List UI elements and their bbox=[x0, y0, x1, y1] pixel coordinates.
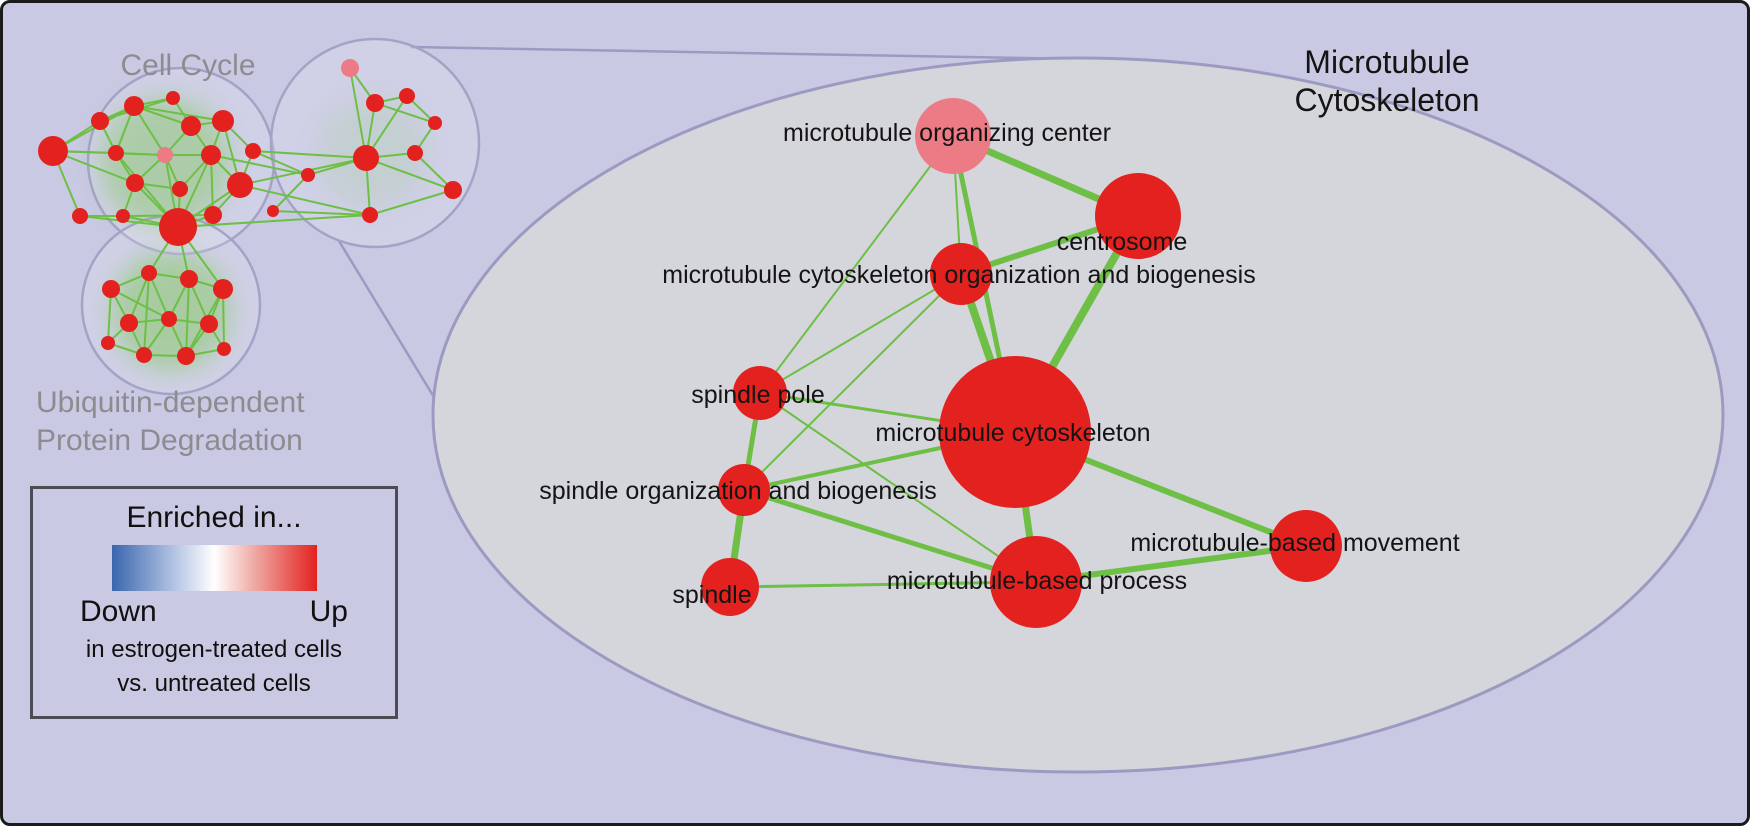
node-spindle_org[interactable] bbox=[718, 464, 770, 516]
node-label-spindle: spindle bbox=[672, 581, 751, 609]
overview-node[interactable] bbox=[227, 172, 253, 198]
node-moc[interactable] bbox=[915, 98, 991, 174]
microtubule-title-line2: Cytoskeleton bbox=[1295, 82, 1480, 118]
overview-edge bbox=[239, 184, 371, 216]
legend-caption-line2: vs. untreated cells bbox=[117, 669, 311, 697]
overview-node[interactable] bbox=[444, 181, 462, 199]
cluster-glow bbox=[111, 251, 231, 371]
node-spindle[interactable] bbox=[701, 558, 759, 616]
overview-node[interactable] bbox=[341, 59, 359, 77]
legend-up-label: Up bbox=[309, 595, 348, 628]
overview-node[interactable] bbox=[161, 311, 177, 327]
legend-title: Enriched in... bbox=[126, 501, 302, 534]
overview-node[interactable] bbox=[213, 279, 233, 299]
overview-node[interactable] bbox=[126, 174, 144, 192]
network-canvas: microtubule organizing center centrosome m… bbox=[36, 37, 1725, 774]
ubiquitin-label-line2: Protein Degradation bbox=[36, 424, 303, 457]
overview-edge bbox=[143, 272, 150, 356]
zoom-edge bbox=[759, 273, 962, 394]
overview-edge bbox=[272, 210, 371, 216]
zoom-edge bbox=[759, 135, 954, 394]
overview-edge bbox=[210, 154, 309, 176]
overview-node[interactable] bbox=[399, 88, 415, 104]
overview-edge bbox=[365, 157, 454, 191]
overview-node[interactable] bbox=[172, 181, 188, 197]
overview-node[interactable] bbox=[120, 314, 138, 332]
overview-edge bbox=[133, 105, 224, 122]
overview-node[interactable] bbox=[101, 336, 115, 350]
overview-edge bbox=[210, 154, 214, 216]
zoom-edge bbox=[728, 580, 1038, 589]
overview-edge bbox=[349, 67, 367, 159]
node-mbp[interactable] bbox=[990, 536, 1082, 628]
node-spindle_pole[interactable] bbox=[733, 366, 787, 420]
overview-edge bbox=[222, 288, 225, 350]
overview-node[interactable] bbox=[108, 145, 124, 161]
overview-edge bbox=[107, 288, 112, 344]
overview-node[interactable] bbox=[301, 168, 315, 182]
node-mcob[interactable] bbox=[930, 243, 992, 305]
overview-node[interactable] bbox=[141, 265, 157, 281]
overview-node[interactable] bbox=[136, 347, 152, 363]
ubiquitin-label-line1: Ubiquitin-dependent bbox=[36, 386, 305, 419]
overview-edge bbox=[185, 278, 190, 357]
overview-node[interactable] bbox=[212, 110, 234, 132]
overview-node[interactable] bbox=[353, 145, 379, 171]
overview-edge bbox=[177, 214, 371, 228]
node-mbm[interactable] bbox=[1270, 510, 1342, 582]
microtubule-title-line1: Microtubule bbox=[1304, 44, 1469, 80]
overview-edge bbox=[252, 150, 309, 176]
overview-node[interactable] bbox=[91, 112, 109, 130]
legend-caption-line1: in estrogen-treated cells bbox=[85, 636, 343, 663]
overview-edge bbox=[133, 105, 192, 127]
node-label-mbm: microtubule-based movement bbox=[1130, 529, 1459, 557]
node-centrosome[interactable] bbox=[1095, 173, 1181, 259]
node-label-moc: microtubule organizing center bbox=[783, 119, 1111, 147]
overview-node[interactable] bbox=[102, 280, 120, 298]
overview-node[interactable] bbox=[267, 205, 279, 217]
node-label-centrosome: centrosome bbox=[1057, 228, 1188, 256]
overview-node[interactable] bbox=[180, 270, 198, 288]
overview-node[interactable] bbox=[157, 147, 173, 163]
overview-node[interactable] bbox=[181, 116, 201, 136]
overview-edge bbox=[110, 288, 170, 320]
node-label-mcob: microtubule cytoskeleton organization an… bbox=[662, 261, 1255, 289]
overview-edge bbox=[272, 174, 309, 212]
cell-cycle-label: Cell Cycle bbox=[120, 49, 255, 82]
overview-node[interactable] bbox=[366, 94, 384, 112]
overview-node[interactable] bbox=[200, 315, 218, 333]
overview-node[interactable] bbox=[245, 143, 261, 159]
overview-edge bbox=[115, 152, 166, 156]
overview-node[interactable] bbox=[204, 206, 222, 224]
overview-node[interactable] bbox=[166, 91, 180, 105]
overview-node[interactable] bbox=[116, 209, 130, 223]
legend: Enriched in... Down Up in estrogen-treat… bbox=[30, 486, 398, 719]
overview-node[interactable] bbox=[407, 145, 423, 161]
overview-edge bbox=[148, 272, 170, 320]
node-label-spindle_pole: spindle pole bbox=[691, 381, 824, 409]
legend-down-label: Down bbox=[80, 595, 157, 628]
zoom-edge bbox=[741, 487, 1039, 585]
overview-node[interactable] bbox=[177, 347, 195, 365]
node-mc[interactable] bbox=[939, 356, 1091, 508]
overview-node[interactable] bbox=[159, 208, 197, 246]
node-label-spindle_org: spindle organization and biogenesis bbox=[539, 477, 937, 505]
node-label-mc: microtubule cytoskeleton bbox=[875, 419, 1150, 447]
overview-node[interactable] bbox=[201, 145, 221, 165]
legend-gradient-bar bbox=[111, 545, 317, 591]
overview-node[interactable] bbox=[362, 207, 378, 223]
overview-edge bbox=[374, 102, 436, 124]
overview-edge bbox=[252, 150, 367, 159]
overview-node[interactable] bbox=[124, 96, 144, 116]
zoom-connector-line bbox=[410, 45, 1079, 61]
overview-node[interactable] bbox=[217, 342, 231, 356]
zoom-edge bbox=[743, 273, 962, 491]
overview-node[interactable] bbox=[72, 208, 88, 224]
overview-edge bbox=[369, 189, 454, 216]
overview-node[interactable] bbox=[428, 116, 442, 130]
overview-node[interactable] bbox=[38, 136, 68, 166]
zoom-edge bbox=[759, 392, 1037, 583]
node-label-mbp: microtubule-based process bbox=[887, 567, 1187, 595]
